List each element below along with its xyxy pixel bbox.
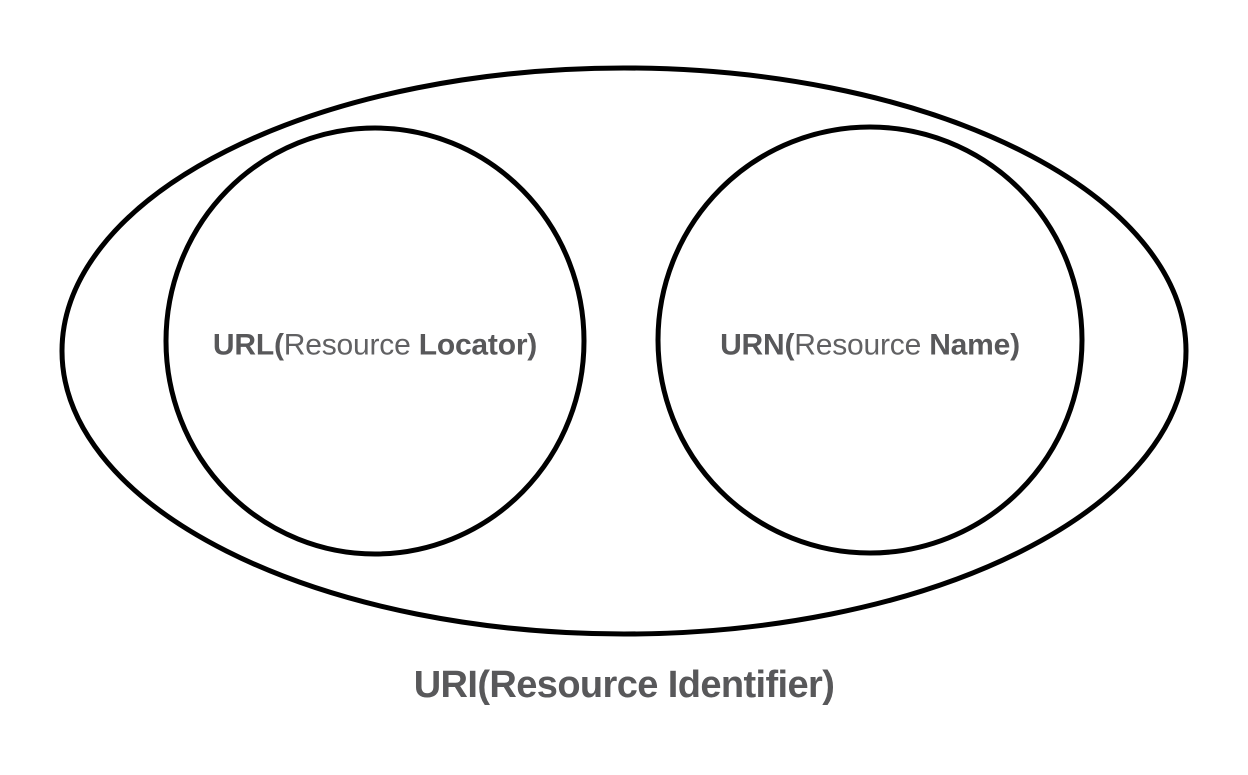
- url-label-acronym: URL(: [212, 328, 284, 362]
- urn-inner-circle: [655, 124, 1085, 556]
- url-label-resource: Resource: [283, 328, 419, 362]
- url-label-locator: Locator): [418, 328, 538, 362]
- url-inner-circle: [163, 125, 587, 557]
- urn-label: URN(Resource Name): [720, 329, 1020, 362]
- urn-label-acronym: URN(: [720, 328, 795, 362]
- uri-outer-ellipse: [59, 65, 1189, 637]
- uri-caption: URI(Resource Identifier): [413, 664, 835, 707]
- url-label: URL(Resource Locator): [213, 329, 537, 362]
- urn-label-name: Name): [929, 328, 1020, 362]
- urn-label-resource: Resource: [794, 328, 930, 362]
